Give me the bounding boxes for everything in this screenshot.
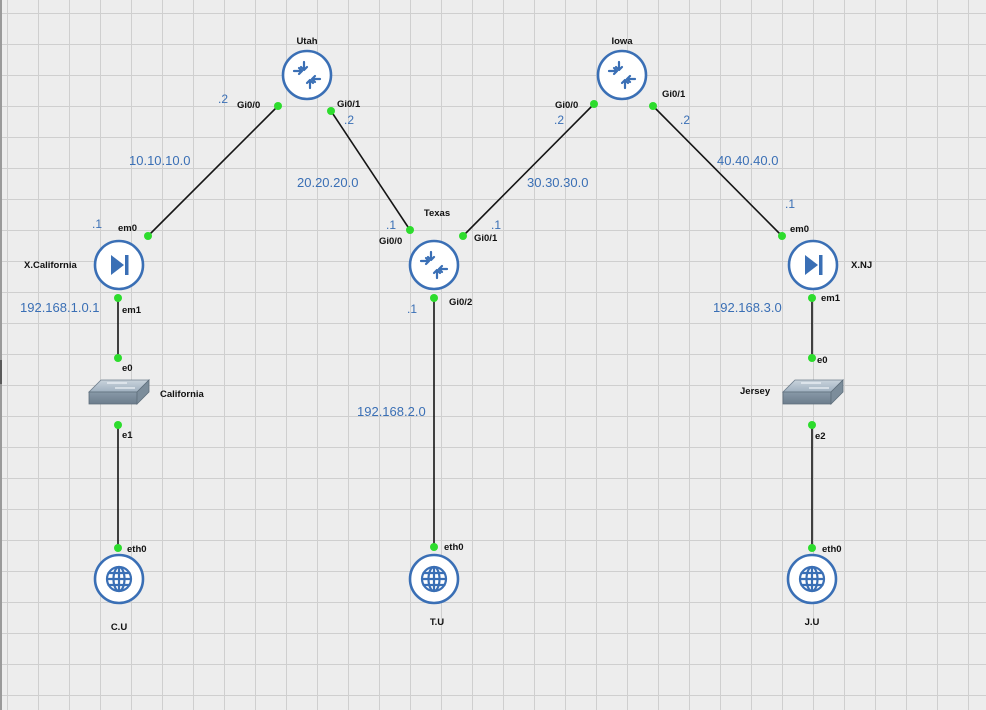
iface-label-iowa-gi00: Gi0/0 [555, 100, 578, 111]
host-id-xcal-em0: .1 [92, 217, 102, 231]
iface-label-iowa-gi01: Gi0/1 [662, 89, 686, 100]
node-jersey[interactable] [782, 379, 844, 405]
canvas-left-edge [0, 0, 2, 710]
switch-icon [782, 379, 844, 405]
iface-label-xnj-em1: em1 [821, 293, 841, 304]
port-texas-gi01[interactable] [459, 232, 467, 240]
host-id-texas-gi00: .1 [386, 218, 396, 232]
host-id-xnj-em0: .1 [785, 197, 795, 211]
iface-label-jer-e0: e0 [817, 355, 828, 366]
node-label-jersey: Jersey [740, 386, 771, 397]
iface-label-jer-e2: e2 [815, 431, 826, 442]
node-label-cu: C.U [111, 622, 128, 633]
network-label-california-lan: 192.168.1.0.1 [20, 300, 100, 315]
port-iowa-gi00[interactable] [590, 100, 598, 108]
port-xnj-em1[interactable] [808, 294, 816, 302]
iface-label-xnj-em0: em0 [790, 224, 809, 235]
node-ju[interactable] [786, 553, 838, 605]
port-california-e0[interactable] [114, 354, 122, 362]
node-tu[interactable] [408, 553, 460, 605]
links [117, 103, 813, 548]
network-label-utah-xcalifornia: 10.10.10.0 [129, 153, 190, 168]
iface-label-texas-gi00: Gi0/0 [379, 236, 402, 247]
iface-label-tu-eth0: eth0 [444, 542, 464, 553]
link-utah-xcalifornia[interactable] [147, 105, 279, 237]
port-tu-eth0[interactable] [430, 543, 438, 551]
router-icon [408, 239, 460, 291]
port-texas-gi00[interactable] [406, 226, 414, 234]
port-xnj-em0[interactable] [778, 232, 786, 240]
node-label-tu: T.U [430, 617, 444, 628]
node-label-ju: J.U [805, 617, 820, 628]
ports [114, 100, 816, 552]
node-label-california: California [160, 389, 205, 400]
node-label-x-california: X.California [24, 260, 78, 271]
host-id-iowa-gi00: .2 [554, 113, 564, 127]
host-id-utah-gi00: .2 [218, 92, 228, 106]
node-iowa[interactable] [596, 49, 648, 101]
host-id-texas-gi01: .1 [491, 218, 501, 232]
port-utah-gi01[interactable] [327, 107, 335, 115]
iface-label-utah-gi01: Gi0/1 [337, 99, 361, 110]
node-label-utah: Utah [296, 36, 317, 47]
port-iowa-gi01[interactable] [649, 102, 657, 110]
node-california[interactable] [88, 379, 150, 405]
iface-label-utah-gi00: Gi0/0 [237, 100, 260, 111]
host-id-utah-gi01: .2 [344, 113, 354, 127]
node-label-iowa: Iowa [611, 36, 633, 47]
switch-icon [88, 379, 150, 405]
port-xcalifornia-em1[interactable] [114, 294, 122, 302]
node-label-x-nj: X.NJ [851, 260, 872, 271]
network-label-texas-lan: 192.168.2.0 [357, 404, 426, 419]
link-iowa-xnj[interactable] [652, 105, 783, 237]
iface-label-texas-gi01: Gi0/1 [474, 233, 498, 244]
port-cu-eth0[interactable] [114, 544, 122, 552]
iface-label-cu-eth0: eth0 [127, 544, 147, 555]
port-jersey-e0[interactable] [808, 354, 816, 362]
node-cu[interactable] [93, 553, 145, 605]
canvas-scroll-marker [0, 360, 2, 384]
port-xcalifornia-em0[interactable] [144, 232, 152, 240]
iface-label-xcal-em0: em0 [118, 223, 137, 234]
host-id-iowa-gi01: .2 [680, 113, 690, 127]
port-texas-gi02[interactable] [430, 294, 438, 302]
iface-label-xcal-em1: em1 [122, 305, 142, 316]
network-label-nj-lan: 192.168.3.0 [713, 300, 782, 315]
port-utah-gi00[interactable] [274, 102, 282, 110]
iface-label-cal-e1: e1 [122, 430, 133, 441]
port-ju-eth0[interactable] [808, 544, 816, 552]
port-jersey-e2[interactable] [808, 421, 816, 429]
link-utah-texas[interactable] [330, 110, 411, 231]
router-icon [281, 49, 333, 101]
node-texas[interactable] [408, 239, 460, 291]
port-california-e1[interactable] [114, 421, 122, 429]
iface-label-ju-eth0: eth0 [822, 544, 842, 555]
host-id-texas-gi02: .1 [407, 302, 417, 316]
node-x-california[interactable] [93, 239, 145, 291]
iface-label-texas-gi02: Gi0/2 [449, 297, 472, 308]
network-label-texas-iowa: 30.30.30.0 [527, 175, 588, 190]
router-icon [596, 49, 648, 101]
node-utah[interactable] [281, 49, 333, 101]
iface-label-cal-e0: e0 [122, 363, 133, 374]
network-label-iowa-xnj: 40.40.40.0 [717, 153, 778, 168]
link-texas-iowa[interactable] [462, 103, 595, 237]
node-x-nj[interactable] [787, 239, 839, 291]
node-label-texas: Texas [424, 208, 450, 219]
network-label-utah-texas: 20.20.20.0 [297, 175, 358, 190]
